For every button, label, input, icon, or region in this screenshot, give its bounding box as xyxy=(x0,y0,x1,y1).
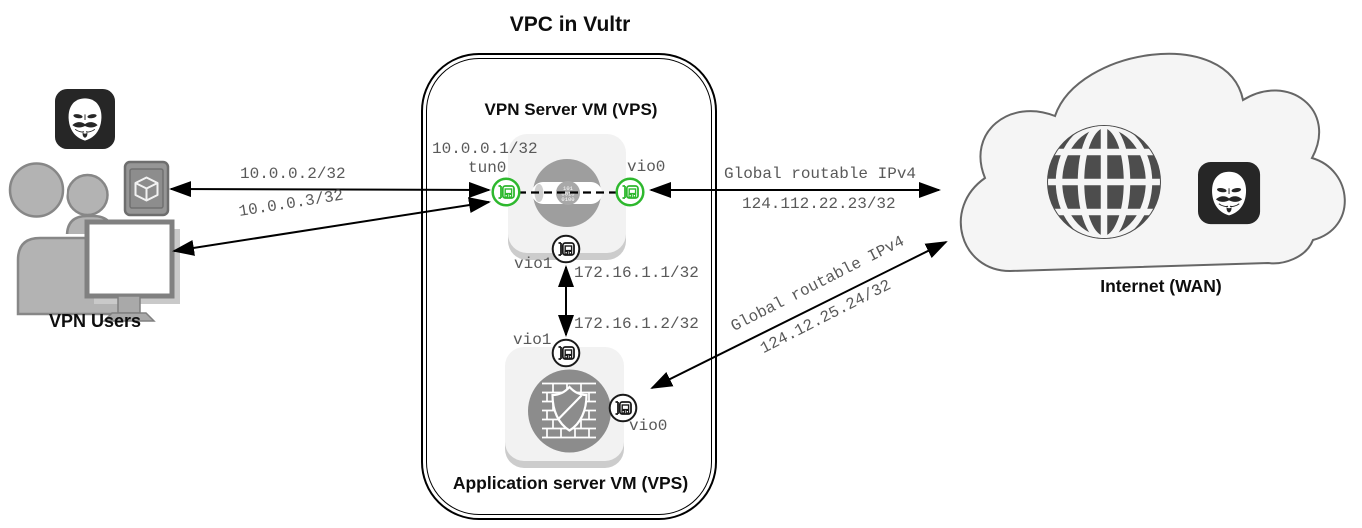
app-server-label: Application server VM (VPS) xyxy=(452,473,689,493)
binary-badge xyxy=(556,181,580,205)
app-server-icon xyxy=(505,347,624,468)
globe-icon xyxy=(1047,125,1161,239)
if-label-vio0-vpn: vio0 xyxy=(627,158,666,176)
ip-label-vio1-app: 172.16.1.2/32 xyxy=(574,315,699,333)
ip-label-tun0: 10.0.0.1/32 xyxy=(432,140,538,158)
if-label-vio1-vpn: vio1 xyxy=(514,255,553,273)
nic-icon-vio0-app xyxy=(607,392,639,424)
cube-icon xyxy=(134,176,159,202)
vpn-users-label: VPN Users xyxy=(48,311,142,331)
link-app-to-wan xyxy=(650,241,948,389)
nic-icon-vio0-vpn xyxy=(614,176,646,208)
if-label-tun0: tun0 xyxy=(468,159,507,177)
vpn-tunnel-icon: 101 0010 0100 xyxy=(532,159,602,227)
binary-badge-row2: 0010 xyxy=(561,191,574,198)
nic-icon-tun0 xyxy=(490,176,522,208)
firewall-icon xyxy=(528,369,611,453)
link-tablet-to-vpn xyxy=(169,181,491,198)
binary-badge-row3: 0100 xyxy=(561,196,574,203)
binary-badge-row1: 101 xyxy=(563,185,574,192)
internet-label: Internet (WAN) xyxy=(1100,276,1222,296)
link-label-wan-vpn-ip: 124.112.22.23/32 xyxy=(742,195,896,213)
if-label-vio0-app: vio0 xyxy=(629,417,668,435)
vpn-server-label: VPN Server VM (VPS) xyxy=(484,100,658,119)
vpn-server-icon: 101 0010 0100 xyxy=(492,134,642,260)
monitor-icon xyxy=(84,219,180,322)
internet-cloud xyxy=(959,52,1346,273)
shield-icon xyxy=(551,385,588,432)
link-desktop-to-vpn xyxy=(172,197,491,256)
tablet-icon xyxy=(123,160,170,217)
anonymous-mask-icon xyxy=(55,89,115,149)
link-label-tablet-ip: 10.0.0.2/32 xyxy=(240,165,346,183)
nic-icon-vio1-vpn xyxy=(550,233,582,265)
ip-label-vio1-vpn: 172.16.1.1/32 xyxy=(574,264,699,282)
link-label-wan-vpn-caption: Global routable IPv4 xyxy=(724,165,917,183)
users-group xyxy=(8,160,180,322)
vpc-title: VPC in Vultr xyxy=(509,13,631,36)
if-label-vio1-app: vio1 xyxy=(513,331,552,349)
anonymous-mask-icon-wan xyxy=(1198,162,1261,225)
nic-icon-vio1-app xyxy=(550,337,582,369)
